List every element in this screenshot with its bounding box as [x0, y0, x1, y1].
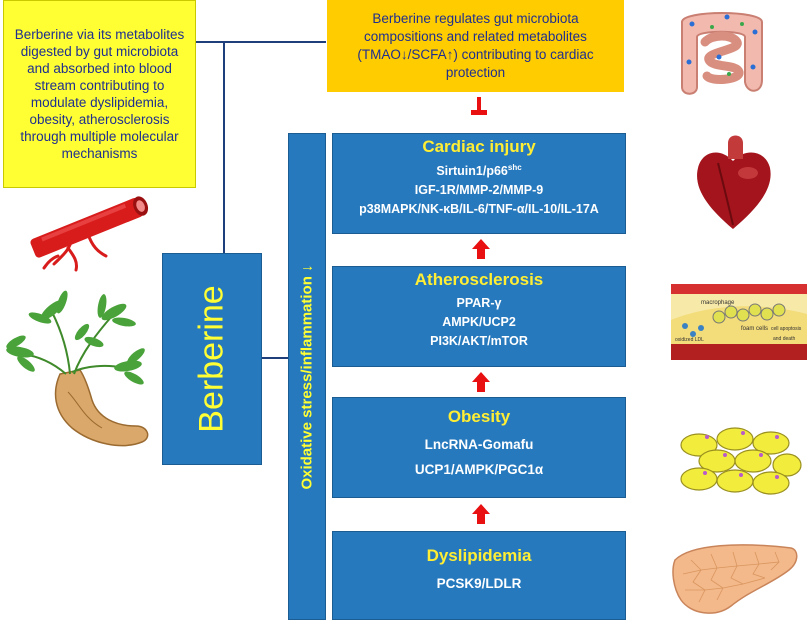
connector-top-horizontal — [196, 41, 326, 43]
plaque-label-ldl: oxidized LDL — [675, 337, 704, 343]
arrow-up-icon — [472, 239, 490, 259]
berberine-label: Berberine — [192, 285, 231, 433]
dyslipidemia-line-1: PCSK9/LDLR — [436, 576, 522, 591]
obesity-line-2: UCP1/AMPK/PGC1α — [414, 462, 544, 477]
liver-icon — [672, 544, 798, 614]
athero-line-2: AMPK/UCP2 — [442, 315, 516, 329]
atherosclerosis-title: Atherosclerosis — [414, 270, 544, 289]
plaque-label-apoptosis: cell apoptosis — [771, 326, 802, 332]
atherosclerosis-panel: Atherosclerosis PPAR-γ AMPK/UCP2 PI3K/AK… — [332, 266, 626, 367]
cardiac-line-2: IGF-1R/MMP-2/MMP-9 — [414, 183, 544, 198]
cardiac-line-1: Sirtuin1/p66shc — [333, 163, 625, 178]
cardiac-injury-title: Cardiac injury — [422, 137, 536, 156]
oxidative-stress-box: Oxidative stress/inflammation ↓ — [288, 133, 326, 620]
dyslipidemia-panel: Dyslipidemia PCSK9/LDLR — [332, 531, 626, 620]
top-note-text: Berberine regulates gut microbiota compo… — [357, 11, 594, 80]
athero-line-3: PI3K/AKT/mTOR — [430, 334, 528, 348]
top-note: Berberine regulates gut microbiota compo… — [327, 0, 624, 92]
obesity-line-1: LncRNA-Gomafu — [424, 437, 534, 452]
cardiac-line-1-main: Sirtuin1/p66 — [436, 164, 508, 179]
obesity-panel: Obesity LncRNA-Gomafu UCP1/AMPK/PGC1α — [332, 397, 626, 498]
left-note-text: Berberine via its metabolites digested b… — [14, 27, 185, 161]
artery-plaque-icon: macrophage foam cells cell apoptosis and… — [671, 284, 807, 360]
plaque-label-macrophage: macrophage — [701, 300, 735, 306]
heart-icon — [697, 135, 771, 229]
blood-vessel-icon — [30, 196, 149, 272]
cardiac-line-1-sup: shc — [507, 163, 522, 172]
berberine-plant-icon — [6, 290, 149, 447]
intestine-icon — [681, 12, 763, 95]
arrow-up-icon — [472, 372, 490, 392]
inhibition-icon — [471, 97, 487, 115]
oxidative-stress-label: Oxidative stress/inflammation ↓ — [298, 263, 316, 490]
arrow-up-icon — [472, 504, 490, 524]
connector-berberine-side — [262, 357, 288, 359]
plaque-label-foam: foam cells — [741, 326, 768, 332]
athero-line-1: PPAR-γ — [456, 296, 502, 310]
plaque-label-death: and death — [773, 336, 795, 342]
cardiac-line-3: p38MAPK/NK-κB/IL-6/TNF-α/IL-10/IL-17A — [359, 202, 599, 217]
cardiac-injury-panel: Cardiac injury Sirtuin1/p66shc IGF-1R/MM… — [332, 133, 626, 234]
berberine-box: Berberine — [162, 253, 262, 465]
dyslipidemia-title: Dyslipidemia — [426, 546, 532, 565]
connector-vertical-main — [223, 41, 225, 253]
fat-cells-icon — [680, 427, 802, 495]
obesity-title: Obesity — [447, 407, 511, 426]
left-note: Berberine via its metabolites digested b… — [3, 0, 196, 188]
